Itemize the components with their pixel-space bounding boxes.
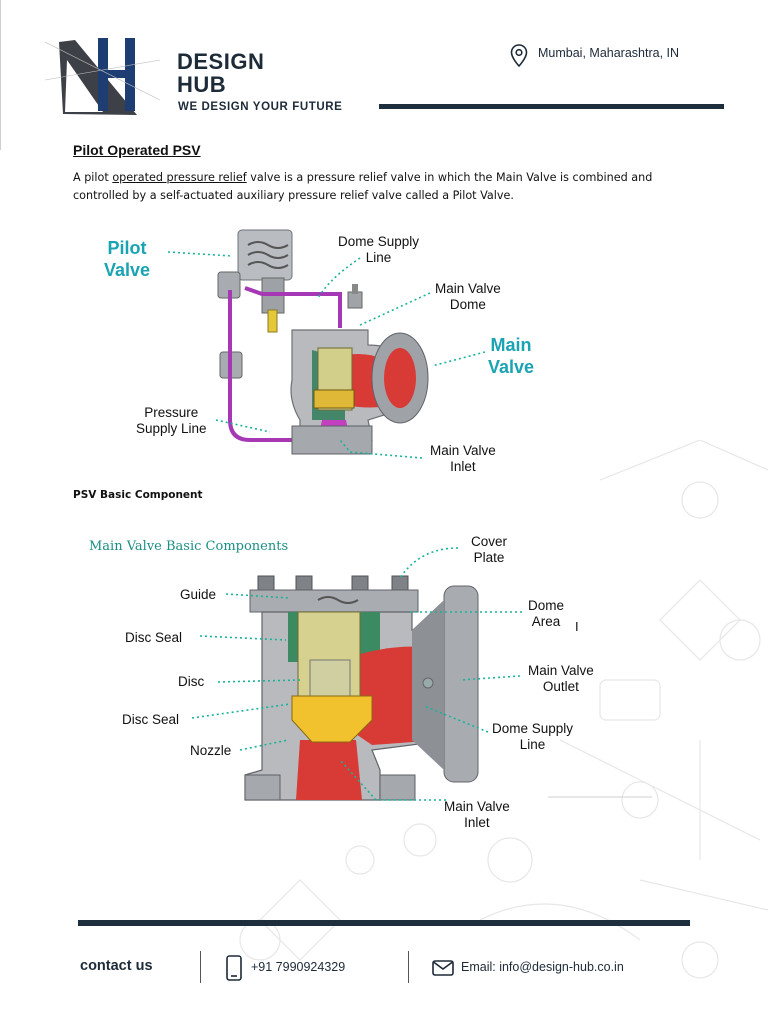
dome-area-line-2: Area bbox=[531, 614, 561, 629]
header-rule bbox=[379, 104, 724, 109]
main-valve-components-illustration bbox=[244, 575, 479, 801]
pilot-valve-line-1: Pilot bbox=[107, 238, 147, 258]
main-valve-inlet-line-1: Main Valve bbox=[430, 443, 496, 458]
dome-area-line-1: Dome bbox=[528, 598, 565, 613]
intro-post: valve is a pressure relief valve in whic… bbox=[73, 171, 653, 202]
footer-contact-label: contact us bbox=[80, 958, 153, 974]
main-valve-line-1: Main bbox=[490, 335, 532, 355]
label-disc-seal-bottom: Disc Seal bbox=[122, 712, 180, 727]
footer-email[interactable]: Email: info@design-hub.co.in bbox=[461, 960, 624, 974]
footer-divider bbox=[200, 951, 201, 983]
footer-rule bbox=[78, 920, 690, 926]
intro-link[interactable]: operated pressure relief bbox=[112, 171, 247, 184]
brand-line-2: HUB bbox=[177, 72, 227, 97]
pressure-supply-line-1: Pressure bbox=[144, 405, 199, 420]
main-valve-line-2: Valve bbox=[488, 357, 535, 377]
phone-icon bbox=[226, 955, 242, 981]
label-disc: Disc bbox=[178, 674, 205, 689]
fig2-dome-supply-line-2: Line bbox=[519, 737, 546, 752]
brand-tagline: WE DESIGN YOUR FUTURE bbox=[178, 101, 343, 113]
fig2-dome-supply-line-1: Dome Supply bbox=[492, 721, 574, 736]
section-title-pilot-psv: Pilot Operated PSV bbox=[73, 142, 201, 158]
pilot-psv-illustration bbox=[217, 229, 429, 455]
brand-line-1: DESIGN bbox=[177, 49, 265, 74]
pilot-valve-line-2: Valve bbox=[104, 260, 151, 280]
label-guide: Guide bbox=[180, 587, 217, 602]
main-valve-dome-line-2: Dome bbox=[449, 297, 486, 312]
outlet-line-1: Main Valve bbox=[528, 663, 594, 678]
dome-supply-line-2: Line bbox=[365, 250, 392, 265]
location-pin-icon bbox=[510, 44, 528, 68]
pressure-supply-line-2: Supply Line bbox=[136, 421, 207, 436]
intro-paragraph: A pilot operated pressure relief valve i… bbox=[73, 169, 693, 205]
main-valve-inlet-line-2: Inlet bbox=[450, 459, 476, 474]
fig2-inlet-line-2: Inlet bbox=[464, 815, 490, 830]
cover-plate-line-2: Plate bbox=[473, 550, 505, 565]
intro-pre: A pilot bbox=[73, 171, 113, 184]
label-nozzle: Nozzle bbox=[190, 743, 232, 758]
background-sketch bbox=[239, 440, 768, 979]
label-disc-seal-top: Disc Seal bbox=[125, 630, 183, 645]
figure2-title: Main Valve Basic Components bbox=[89, 539, 289, 554]
main-valve-dome-line-1: Main Valve bbox=[435, 281, 501, 296]
header-left-rule bbox=[0, 0, 1, 150]
section-title-psv-basic: PSV Basic Component bbox=[73, 489, 203, 501]
mail-icon bbox=[432, 960, 454, 976]
cover-plate-line-1: Cover bbox=[471, 534, 508, 549]
fig2-inlet-line-1: Main Valve bbox=[444, 799, 510, 814]
dome-supply-line-1: Dome Supply bbox=[338, 234, 420, 249]
footer-phone[interactable]: +91 7990924329 bbox=[251, 960, 346, 974]
footer-divider-2 bbox=[408, 951, 409, 983]
location-text: Mumbai, Maharashtra, IN bbox=[538, 46, 680, 60]
outlet-line-2: Outlet bbox=[542, 679, 579, 694]
text-cursor-icon: I bbox=[575, 619, 579, 634]
brand-name: DESIGN HUB bbox=[177, 50, 264, 96]
logo-mark-icon bbox=[45, 38, 161, 115]
